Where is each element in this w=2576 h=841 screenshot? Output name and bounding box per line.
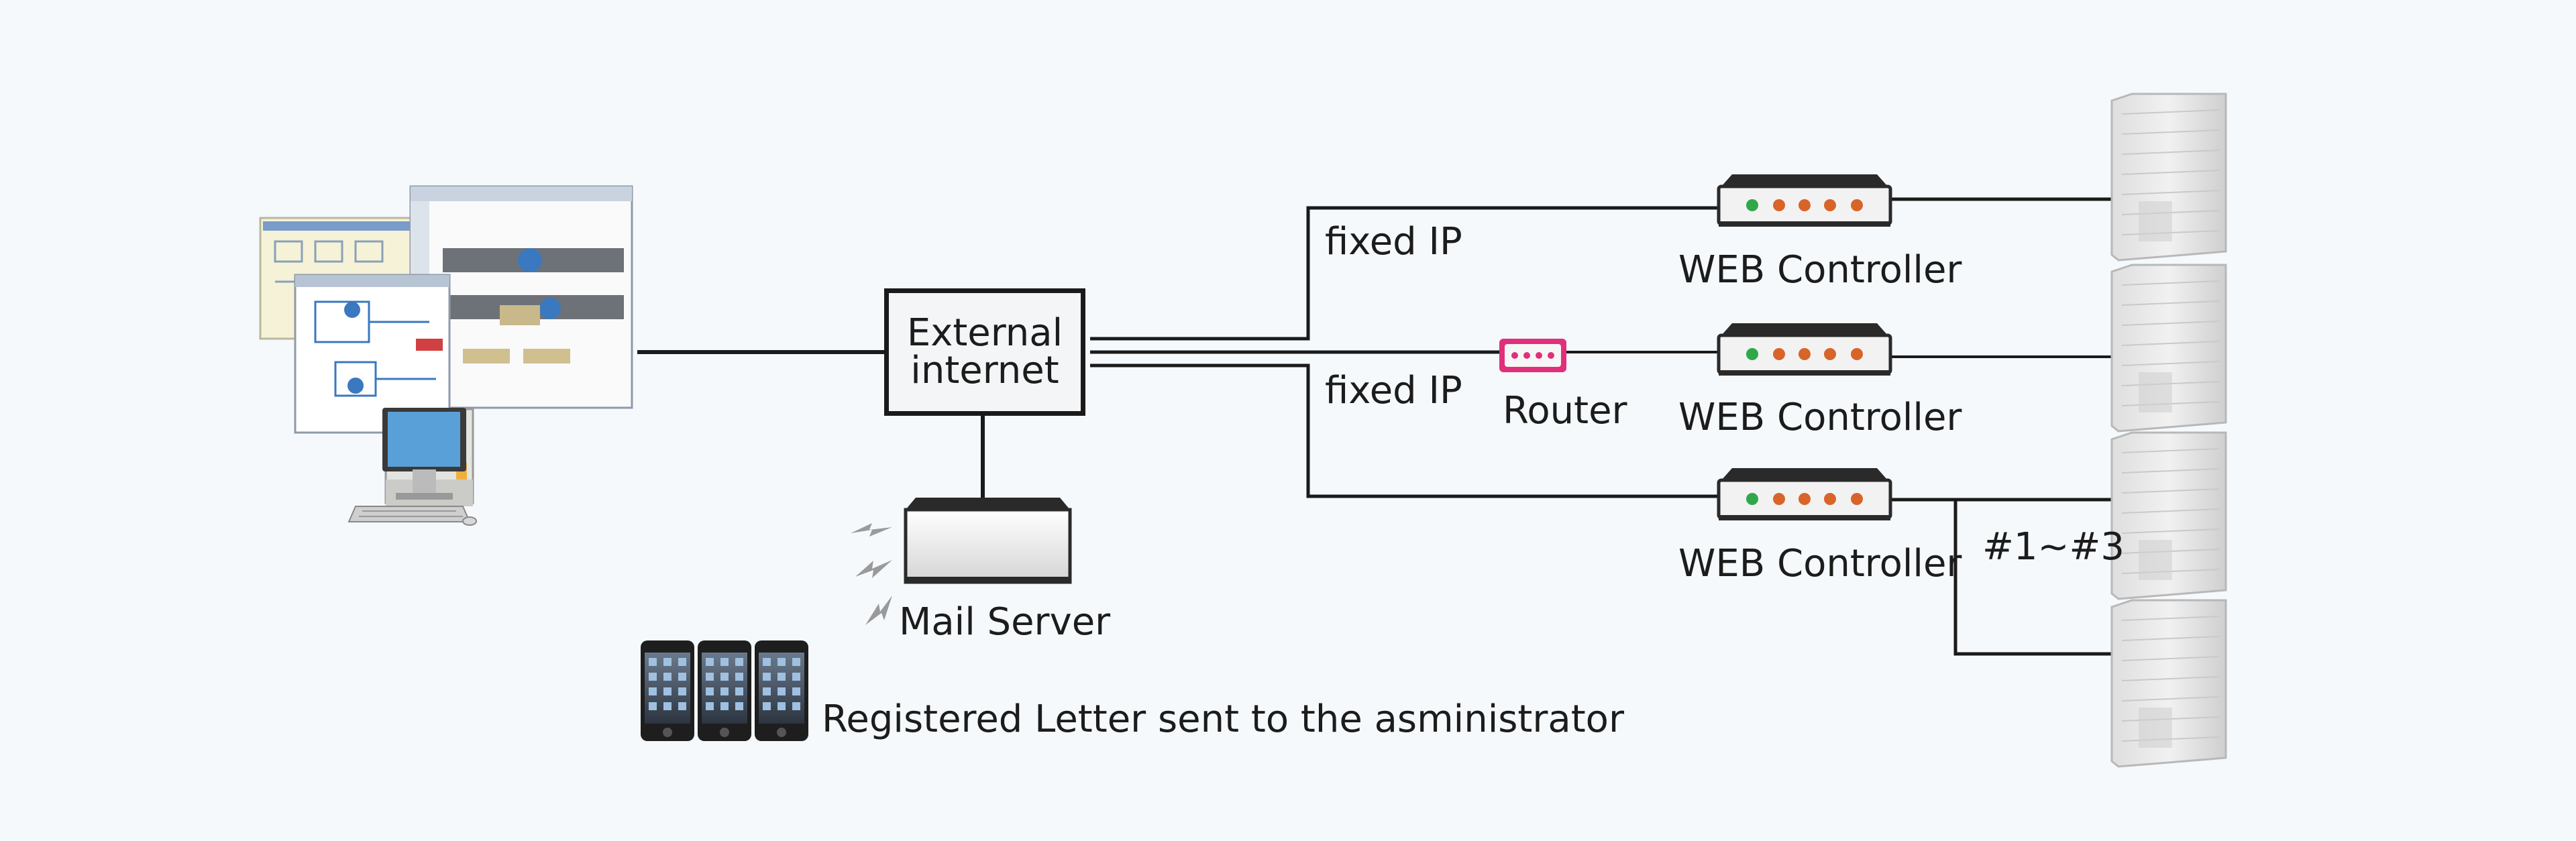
fixed-ip-link-1	[1090, 206, 1721, 341]
external-internet-node: External internet	[884, 288, 1085, 416]
web-controller-label: WEB Controller	[1678, 248, 1962, 292]
web-controller-label: WEB Controller	[1678, 396, 1962, 439]
computer-monitoring-icon	[259, 185, 633, 526]
outdoor-unit-icon	[2110, 599, 2227, 768]
outdoor-unit-icon	[2110, 431, 2227, 600]
router-icon	[1499, 339, 1566, 372]
lightning-icon	[851, 523, 892, 625]
outdoor-unit-icon	[2110, 264, 2227, 433]
mail-server-label: Mail Server	[899, 600, 1111, 644]
router-label: Router	[1503, 389, 1627, 433]
internet-label-line2: internet	[910, 349, 1059, 392]
internet-label-line1: External	[906, 311, 1063, 355]
web-controller-label: WEB Controller	[1678, 542, 1962, 585]
fixed-ip-link-3	[1090, 363, 1721, 498]
fixed-ip-label: fixed IP	[1325, 220, 1462, 264]
mail-server-icon	[904, 498, 1072, 584]
unit-range-label: #1~#3	[1982, 525, 2125, 569]
wc3-unit4-link	[1953, 500, 2113, 656]
web-controller-icon	[1719, 323, 1890, 376]
fixed-ip-label: fixed IP	[1325, 369, 1462, 412]
web-controller-icon	[1719, 174, 1890, 227]
smartphone-icon	[641, 640, 808, 741]
web-controller-icon	[1719, 468, 1890, 520]
connection-lines	[637, 197, 2113, 656]
outdoor-unit-icon	[2110, 93, 2227, 262]
registered-letter-label: Registered Letter sent to the asministra…	[822, 697, 1624, 741]
